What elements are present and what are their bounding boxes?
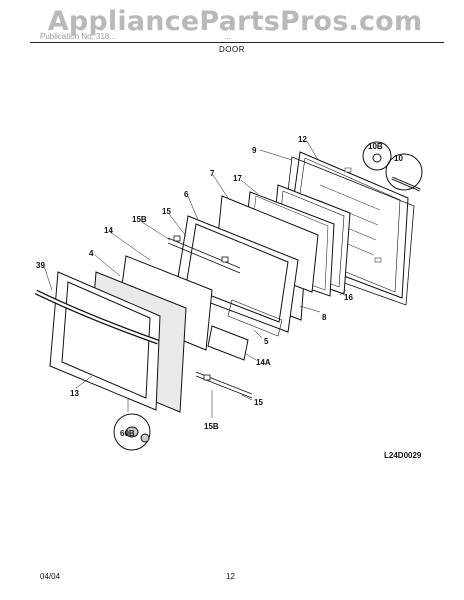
part-10b-circle [362,141,392,171]
label-14a: 14A [256,358,271,367]
label-39: 39 [36,261,45,270]
label-60b: 60B [120,429,135,438]
label-15-bottom: 15 [254,398,263,407]
part-14a-panel [207,325,249,361]
label-13: 13 [70,389,79,398]
part-labels: 12 9 10B 10 7 17 6 15B 15 14 4 39 16 8 5… [36,135,422,460]
label-17: 17 [233,174,242,183]
part-13-door-frame [49,271,161,411]
watermark: AppliancePartsPros.com [47,6,423,37]
label-9: 9 [252,146,257,155]
label-15b-bottom: 15B [204,422,219,431]
label-7: 7 [210,169,215,178]
footer-date: 04/04 [40,572,61,581]
label-15b-top: 15B [132,215,147,224]
model-header: ... [224,32,231,41]
label-10b: 10B [368,142,383,151]
label-15-top: 15 [162,207,171,216]
leader-lines [43,140,347,418]
page-number: 12 [226,572,235,581]
section-title: DOOR [219,45,245,54]
part-10-hinge [391,176,421,192]
label-10: 10 [394,154,403,163]
label-8: 8 [322,313,327,322]
header-rule [30,42,444,43]
label-14: 14 [104,226,113,235]
label-6: 6 [184,190,189,199]
label-5: 5 [264,337,269,346]
part-15-top-brackets [167,235,241,274]
diagram-code: L24D0029 [384,451,422,460]
label-4: 4 [89,249,94,258]
part-60b-screw-circle [113,413,151,451]
publication-header: Publication No. 318... [40,32,117,41]
part-15-bottom-bracket [195,371,253,399]
label-12: 12 [298,135,307,144]
part-5-clip [227,299,283,337]
part-10-circle [385,153,423,191]
part-10b-bushing [372,153,382,163]
label-16: 16 [344,293,353,302]
part-6-frame [175,215,299,333]
part-60b-screw [125,426,139,438]
